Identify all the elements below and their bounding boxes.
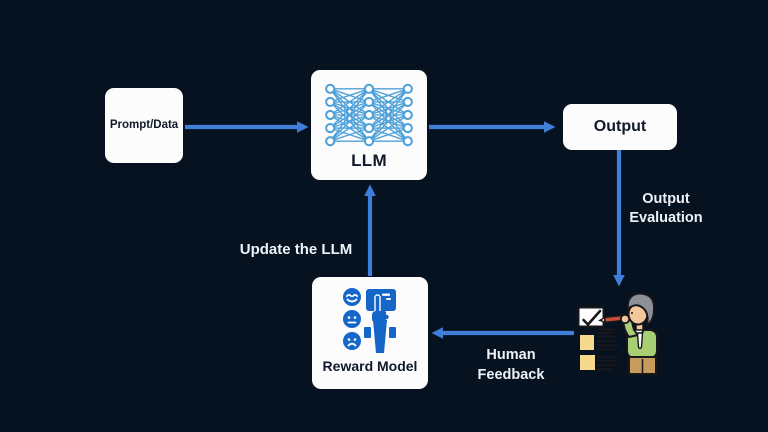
prompt-data-node: Prompt/Data (105, 88, 183, 163)
human-evaluator-checklist-icon (577, 292, 658, 375)
reward-model-node: Reward Model (312, 277, 428, 389)
update-llm-label: Update the LLM (239, 241, 353, 258)
output-evaluation-label: Output Evaluation (616, 190, 716, 228)
human-feedback-line1: Human (486, 347, 536, 363)
rating-faces-hand-icon (343, 288, 396, 353)
output-evaluation-line1: Output (642, 191, 690, 207)
llm-node: LLM (311, 70, 427, 180)
human-feedback-line2: Feedback (477, 367, 545, 383)
output-node: Output (563, 104, 677, 150)
reward-model-label: Reward Model (322, 358, 418, 374)
output-label: Output (593, 118, 647, 136)
output-evaluation-line2: Evaluation (629, 210, 703, 226)
neural-network-icon (325, 83, 413, 147)
llm-label: LLM (351, 151, 387, 170)
human-feedback-label: Human Feedback (461, 345, 561, 385)
prompt-data-label: Prompt/Data (109, 119, 179, 132)
